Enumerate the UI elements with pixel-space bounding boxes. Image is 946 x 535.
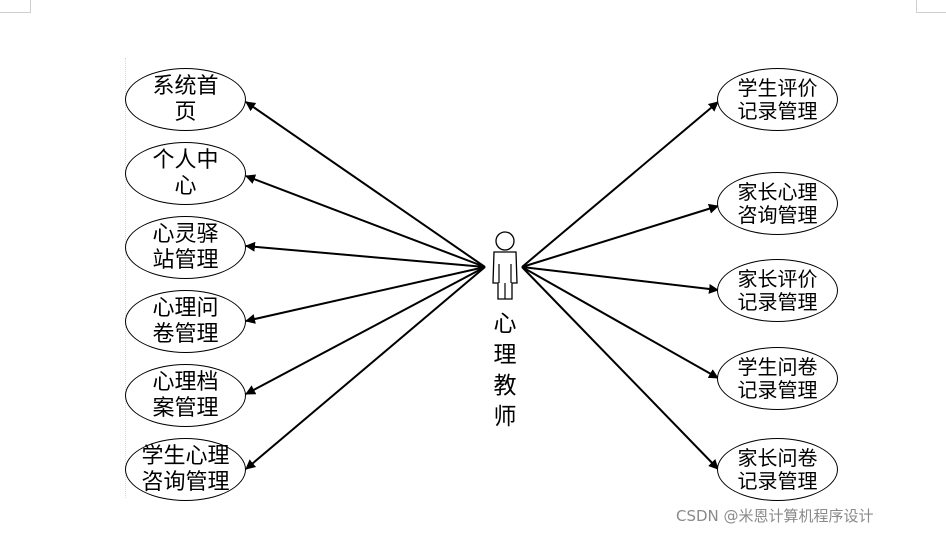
page-corner-mark-top-left — [0, 0, 31, 13]
association-arrow-left-1 — [245, 174, 486, 268]
use-case-student-questionnaire-records[interactable]: 学生问卷 记录管理 — [717, 347, 838, 410]
use-case-psychology-questionnaire-management[interactable]: 心理问 卷管理 — [125, 290, 246, 353]
use-case-student-evaluation-records[interactable]: 学生评价 记录管理 — [717, 68, 838, 131]
association-arrow-left-5 — [245, 266, 486, 470]
association-arrow-left-4 — [245, 266, 486, 395]
use-case-psychology-archive-management[interactable]: 心理档 案管理 — [125, 364, 246, 427]
use-case-parent-evaluation-records[interactable]: 家长评价 记录管理 — [717, 259, 838, 322]
page-corner-mark-top-right — [916, 0, 946, 13]
use-case-personal-center[interactable]: 个人中 心 — [125, 142, 246, 205]
association-arrow-right-0 — [521, 101, 719, 268]
stick-figure-actor-icon — [492, 231, 518, 300]
association-arrow-right-4 — [521, 266, 719, 470]
actor-label: 心理教师 — [493, 311, 517, 430]
use-case-parent-consultation-management[interactable]: 家长心理 咨询管理 — [717, 172, 838, 235]
association-arrow-left-2 — [245, 241, 486, 268]
association-arrow-right-2 — [521, 266, 719, 294]
use-case-parent-questionnaire-records[interactable]: 家长问卷 记录管理 — [717, 438, 838, 501]
association-arrow-right-1 — [521, 203, 719, 268]
watermark: CSDN @米恩计算机程序设计 — [676, 507, 874, 525]
association-arrow-right-3 — [521, 266, 719, 379]
page-margin-guide — [125, 58, 126, 498]
use-case-system-home[interactable]: 系统首 页 — [125, 68, 246, 131]
association-arrow-left-3 — [245, 266, 486, 324]
use-case-student-consultation-management[interactable]: 学生心理 咨询管理 — [125, 438, 246, 501]
association-arrow-left-0 — [245, 101, 486, 268]
use-case-soul-station-management[interactable]: 心灵驿 站管理 — [125, 216, 246, 279]
